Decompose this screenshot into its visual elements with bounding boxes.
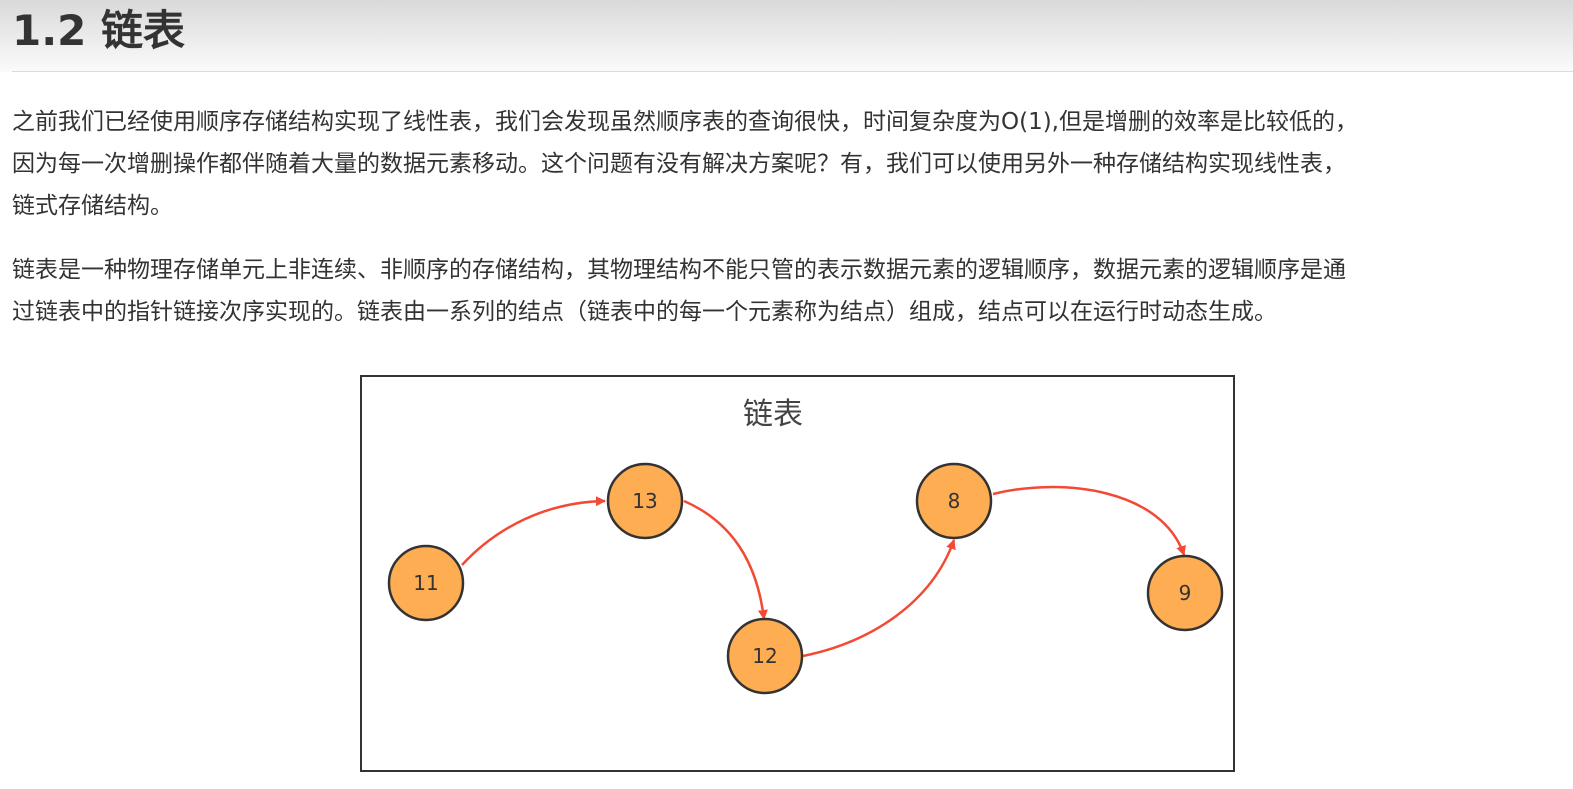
node-circle <box>387 544 465 622</box>
node-circle <box>1146 554 1224 632</box>
node-label: 11 <box>413 571 438 595</box>
link-arrow-12-to-8 <box>802 539 956 658</box>
paragraph-line: 链式存储结构。 <box>12 193 173 219</box>
node-label: 8 <box>948 489 961 513</box>
list-node: 12 <box>726 617 804 695</box>
paragraph-sequential-storage: 之前我们已经使用顺序存储结构实现了线性表，我们会发现虽然顺序表的查询很快，时间复… <box>12 101 1562 227</box>
paragraph-line: 因为每一次增删操作都伴随着大量的数据元素移动。这个问题有没有解决方案呢？有，我们… <box>12 151 1346 177</box>
node-label: 12 <box>752 644 777 668</box>
title-divider <box>12 71 1573 72</box>
paragraph-linked-list-definition: 链表是一种物理存储单元上非连续、非顺序的存储结构，其物理结构不能只管的表示数据元… <box>12 249 1562 333</box>
node-label: 9 <box>1179 581 1192 605</box>
node-circle <box>726 617 804 695</box>
list-node: 8 <box>915 462 993 540</box>
list-node: 13 <box>606 462 684 540</box>
link-arrow-8-to-9 <box>992 485 1186 556</box>
linked-list-svg: 链表 11 13 12 8 9 <box>387 397 1224 695</box>
page-title: 1.2 链表 <box>12 6 186 55</box>
list-node: 9 <box>1146 554 1224 632</box>
paragraph-line: 链表是一种物理存储单元上非连续、非顺序的存储结构，其物理结构不能只管的表示数据元… <box>12 257 1346 283</box>
paragraph-line: 过链表中的指针链接次序实现的。链表由一系列的结点（链表中的每一个元素称为结点）组… <box>12 299 1277 325</box>
header-bar: 1.2 链表 <box>0 0 1573 72</box>
node-label: 13 <box>632 489 657 513</box>
linked-list-diagram: 链表 11 13 12 8 9 <box>360 375 1235 772</box>
link-arrow-11-to-13 <box>461 496 606 566</box>
diagram-title: 链表 <box>743 397 803 432</box>
paragraph-line: 之前我们已经使用顺序存储结构实现了线性表，我们会发现虽然顺序表的查询很快，时间复… <box>12 109 1358 135</box>
node-circle <box>915 462 993 540</box>
list-node: 11 <box>387 544 465 622</box>
link-arrow-13-to-12 <box>683 499 768 620</box>
node-circle <box>606 462 684 540</box>
